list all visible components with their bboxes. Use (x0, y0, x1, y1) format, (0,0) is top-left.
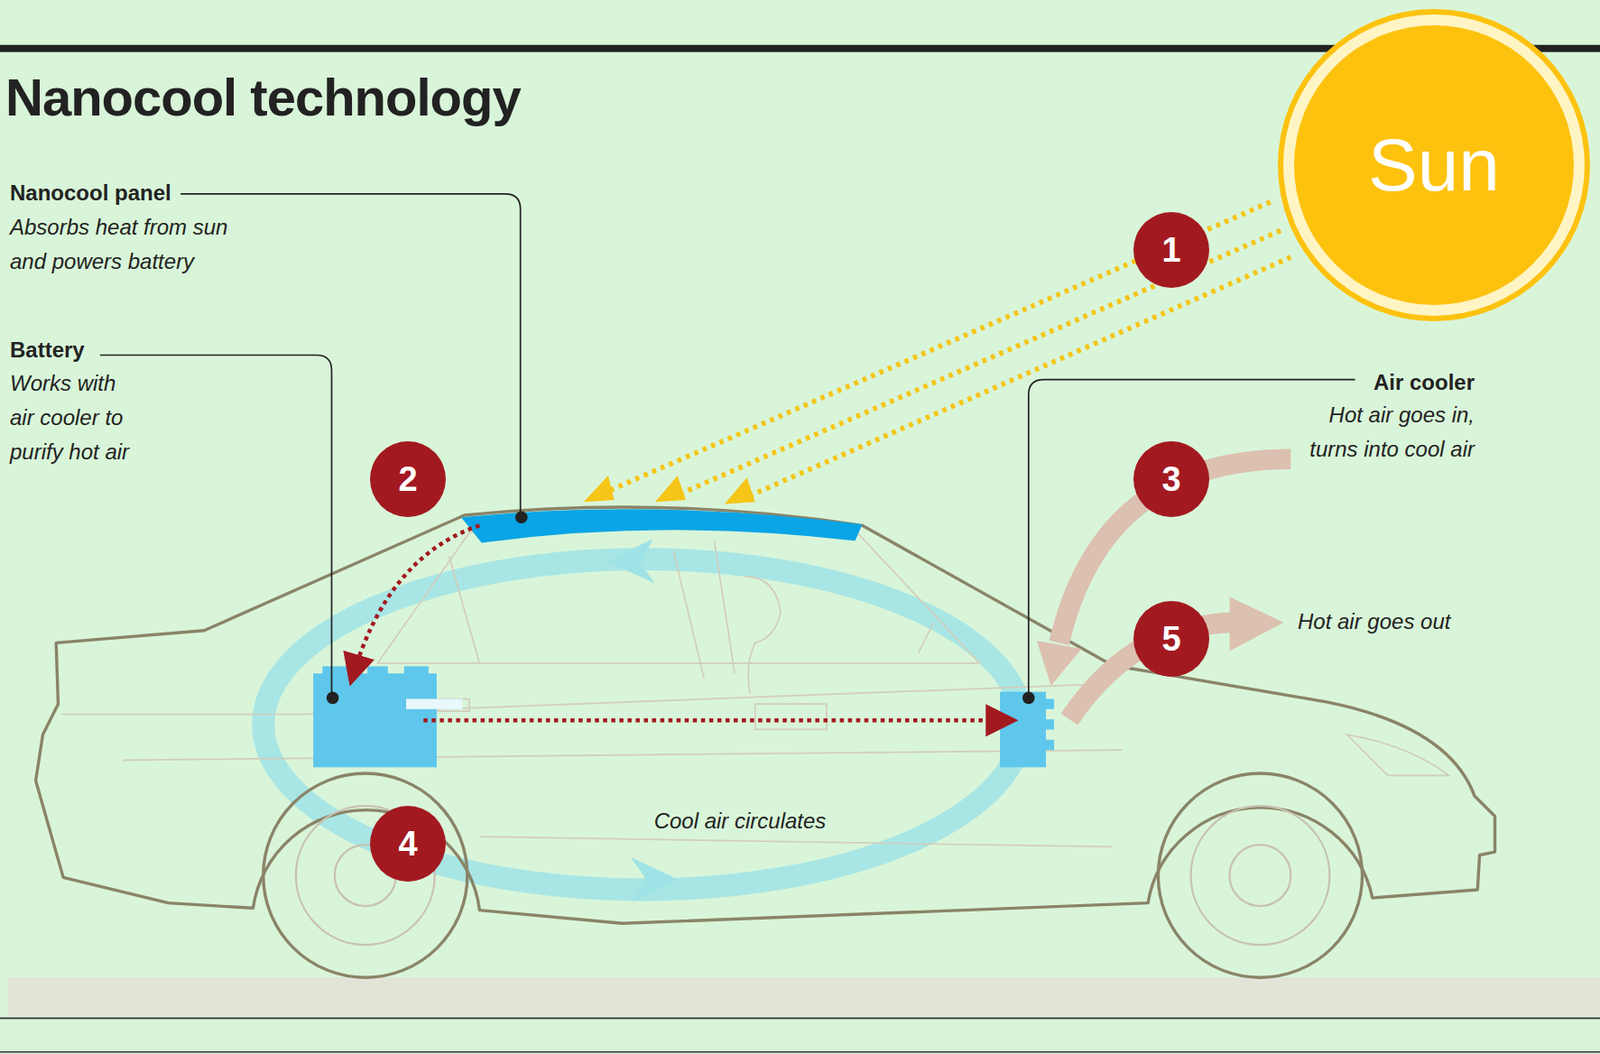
car-outline (36, 507, 1496, 924)
callout-number: 3 (1133, 441, 1210, 518)
callout-number: 2 (369, 441, 446, 518)
ground (8, 977, 1600, 1017)
cool-air-loop (263, 559, 1023, 890)
car-interior-lines (61, 524, 1450, 848)
sun-label: Sun (1368, 122, 1500, 208)
flow-note: Hot air goes out (1297, 604, 1451, 639)
part-note: Works with air cooler to purify hot air (9, 366, 139, 470)
callout-number: 5 (1133, 601, 1210, 677)
part-note: Hot air goes in, turns into cool air (1289, 397, 1475, 467)
sun-circle: Sun (1294, 25, 1574, 306)
title: Nanocool technology (5, 66, 521, 128)
wheels (263, 773, 1363, 978)
part-name: Battery (9, 337, 85, 363)
flow-note: Cool air circulates (604, 804, 876, 839)
part-name: Air cooler (1203, 369, 1475, 396)
air-cooler-symbol (999, 692, 1055, 768)
part-note: Absorbs heat from sun and powers battery (9, 210, 247, 279)
nanocool-panel (461, 508, 862, 543)
leader-lines (100, 194, 1356, 699)
part-name: Nanocool panel (9, 180, 172, 206)
callout-number: 1 (1133, 212, 1210, 288)
callout-number: 4 (369, 805, 446, 882)
